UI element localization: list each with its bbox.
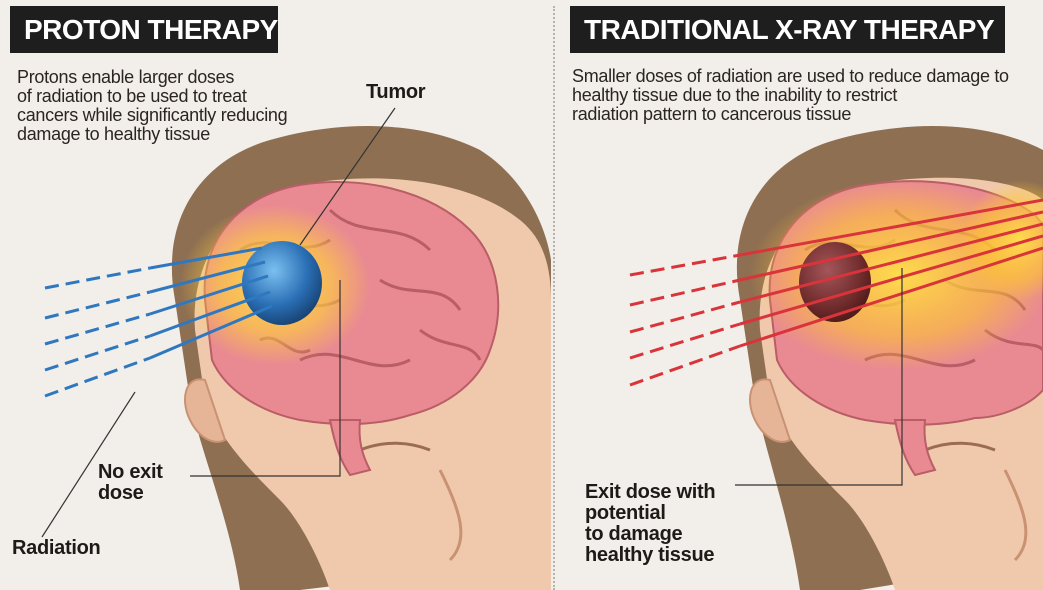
proton-therapy-panel: PROTON THERAPY Protons enable larger dos… bbox=[0, 0, 551, 590]
no-exit-dose-label: No exit dose bbox=[98, 462, 163, 504]
label-line: dose bbox=[98, 483, 163, 504]
description-line: radiation pattern to cancerous tissue bbox=[572, 105, 1009, 124]
label-line: potential bbox=[585, 503, 715, 524]
description-line: Protons enable larger doses bbox=[17, 68, 287, 87]
description-line: cancers while significantly reducing bbox=[17, 106, 287, 125]
exit-dose-label: Exit dose with potential to damage healt… bbox=[585, 482, 715, 566]
xray-therapy-panel: TRADITIONAL X-RAY THERAPY Smaller doses … bbox=[556, 0, 1043, 590]
label-line: to damage bbox=[585, 524, 715, 545]
panel-divider bbox=[553, 6, 555, 590]
description-line: of radiation to be used to treat bbox=[17, 87, 287, 106]
label-line: Exit dose with bbox=[585, 482, 715, 503]
tumor-label: Tumor bbox=[366, 82, 425, 103]
description-line: Smaller doses of radiation are used to r… bbox=[572, 67, 1009, 86]
label-line: healthy tissue bbox=[585, 545, 715, 566]
description-line: damage to healthy tissue bbox=[17, 125, 287, 144]
proton-therapy-title: PROTON THERAPY bbox=[10, 6, 278, 53]
xray-description: Smaller doses of radiation are used to r… bbox=[572, 67, 1009, 124]
proton-description: Protons enable larger doses of radiation… bbox=[17, 68, 287, 144]
label-line: No exit bbox=[98, 462, 163, 483]
radiation-label: Radiation bbox=[12, 538, 100, 559]
description-line: healthy tissue due to the inability to r… bbox=[572, 86, 1009, 105]
xray-therapy-title: TRADITIONAL X-RAY THERAPY bbox=[570, 6, 1005, 53]
